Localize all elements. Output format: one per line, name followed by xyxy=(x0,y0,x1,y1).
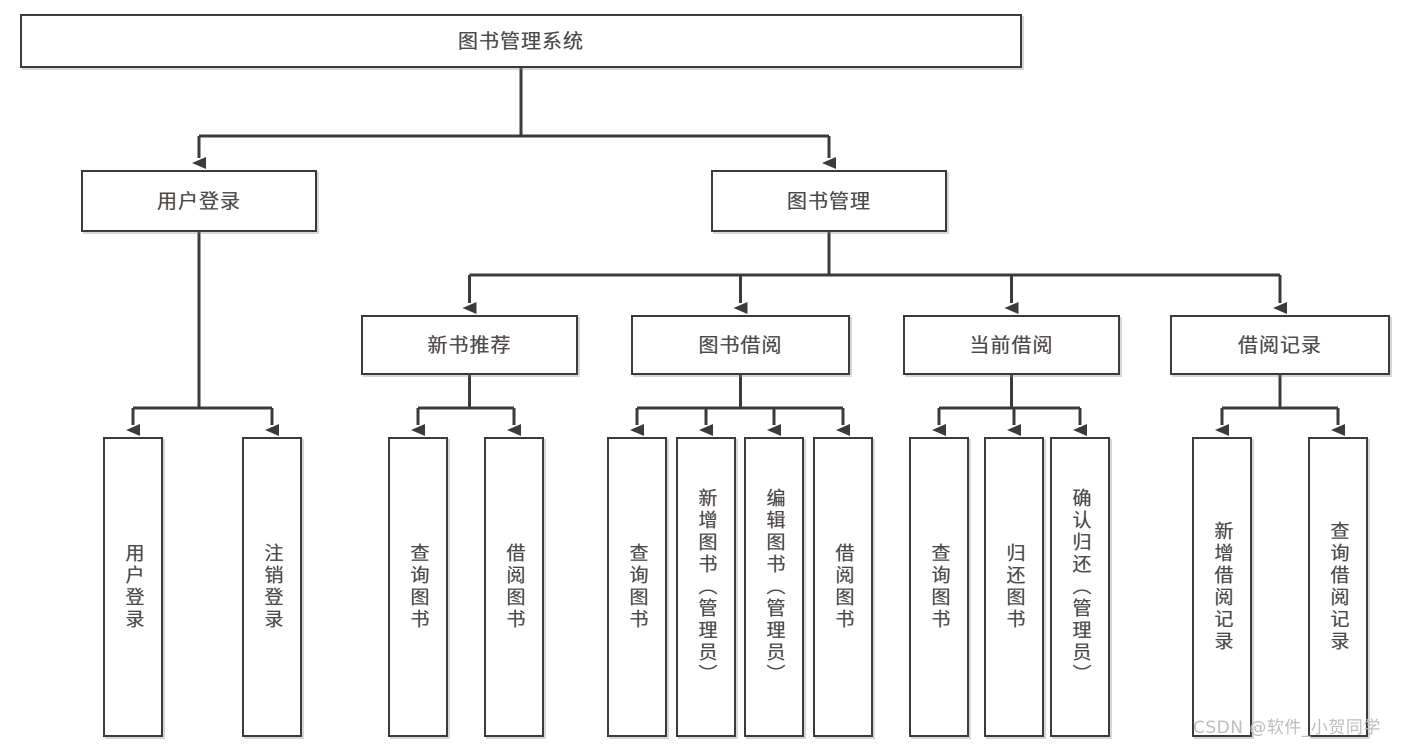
node-label: 归还图书 xyxy=(1003,543,1026,631)
node-label: 查询图书 xyxy=(928,543,951,631)
node-label: 借阅记录 xyxy=(1238,332,1322,357)
node-label: 当前借阅 xyxy=(969,332,1054,357)
node-label: 图书借阅 xyxy=(698,332,783,357)
node-leaf-cur-3[interactable]: 确认归还（管理员） xyxy=(1050,437,1110,737)
node-leaf-cur-2[interactable]: 归还图书 xyxy=(984,437,1044,737)
node-leaf-bor-4[interactable]: 借阅图书 xyxy=(813,437,873,737)
node-leaf-cur-1[interactable]: 查询图书 xyxy=(909,437,969,737)
node-label: 新增图书（管理员） xyxy=(695,488,718,686)
node-borrow[interactable]: 图书借阅 xyxy=(631,315,850,375)
node-label: 借阅图书 xyxy=(832,543,855,631)
node-label: 注销登录 xyxy=(261,543,284,631)
node-leaf-login-1[interactable]: 用户登录 xyxy=(103,437,163,737)
node-label: 图书管理 xyxy=(787,188,871,213)
node-label: 查询图书 xyxy=(626,543,649,631)
node-leaf-login-2[interactable]: 注销登录 xyxy=(242,437,302,737)
node-root[interactable]: 图书管理系统 xyxy=(20,14,1022,68)
node-leaf-bor-2[interactable]: 新增图书（管理员） xyxy=(676,437,736,737)
node-label: 新书推荐 xyxy=(427,332,512,357)
node-leaf-bor-1[interactable]: 查询图书 xyxy=(607,437,667,737)
node-label: 用户登录 xyxy=(122,543,145,631)
node-leaf-new-1[interactable]: 查询图书 xyxy=(388,437,448,737)
node-label: 图书管理系统 xyxy=(458,28,584,53)
node-login[interactable]: 用户登录 xyxy=(81,170,317,232)
node-newbook[interactable]: 新书推荐 xyxy=(361,315,578,375)
watermark-text: CSDN @软件_小贺同学 xyxy=(1193,718,1381,738)
node-current[interactable]: 当前借阅 xyxy=(903,315,1120,375)
node-bookmgmt[interactable]: 图书管理 xyxy=(711,170,947,232)
node-leaf-rec-1[interactable]: 新增借阅记录 xyxy=(1192,437,1252,737)
node-label: 确认归还（管理员） xyxy=(1069,488,1092,686)
node-label: 编辑图书（管理员） xyxy=(763,488,786,686)
node-leaf-bor-3[interactable]: 编辑图书（管理员） xyxy=(744,437,804,737)
node-records[interactable]: 借阅记录 xyxy=(1170,315,1390,375)
node-label: 查询图书 xyxy=(407,543,430,631)
node-leaf-new-2[interactable]: 借阅图书 xyxy=(484,437,544,737)
node-leaf-rec-2[interactable]: 查询借阅记录 xyxy=(1308,437,1368,737)
node-label: 新增借阅记录 xyxy=(1211,521,1234,653)
node-label: 查询借阅记录 xyxy=(1327,521,1350,653)
node-label: 用户登录 xyxy=(157,188,241,213)
node-label: 借阅图书 xyxy=(503,543,526,631)
